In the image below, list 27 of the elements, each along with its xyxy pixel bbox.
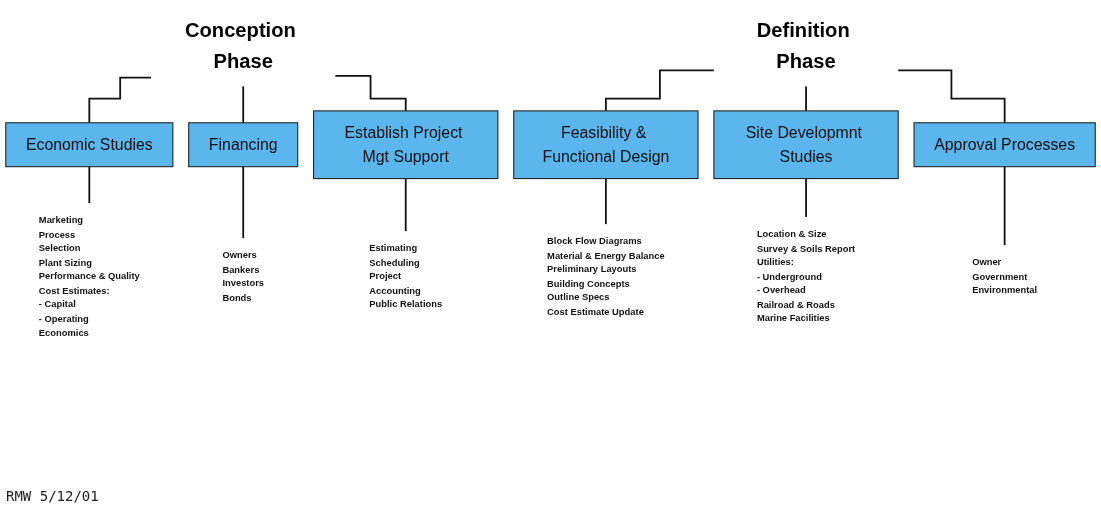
connector — [242, 165, 245, 240]
connector — [1003, 165, 1006, 247]
node-box: Feasibility & Functional Design — [513, 110, 699, 180]
connector — [605, 69, 715, 112]
connector — [897, 69, 1006, 124]
connector — [334, 75, 407, 112]
node-box: Economic Studies — [5, 122, 174, 168]
node-text: Marketing Process Selection Plant Sizing Performance & Quality Cost Estimates: - Capital - Operating Economics — [38, 214, 140, 338]
connector — [805, 177, 807, 218]
date-note: RMW 5/12/01 — [6, 488, 99, 504]
node-box: Approval Processes — [913, 122, 1096, 168]
connector — [805, 85, 807, 112]
node-box: Site Developmnt Studies — [713, 110, 899, 180]
node-text: Owners Bankers Investors Bonds — [222, 249, 265, 303]
node-text: Block Flow Diagrams Material & Energy Balance Preliminary Layouts Building Concepts Outline Specs Cost Estimate Update — [547, 235, 665, 317]
connector — [242, 85, 245, 124]
connector — [88, 165, 91, 204]
node-box: Financing — [188, 122, 299, 168]
connector — [88, 76, 152, 124]
node-text: Conception Phase — [184, 19, 296, 72]
connector — [404, 177, 407, 232]
node-text: Owner Government Environmental — [972, 256, 1038, 296]
node-text: Estimating Scheduling Project Accounting Public Relations — [369, 242, 443, 310]
node-text: Location & Size Survey & Soils Report Utilities: - Underground - Overhead Railroad & Roads Marine Facilities — [756, 228, 856, 324]
node-text: Definition Phase — [756, 19, 850, 72]
connector — [605, 177, 607, 225]
node-box: Establish Project Mgt Support — [313, 110, 499, 180]
